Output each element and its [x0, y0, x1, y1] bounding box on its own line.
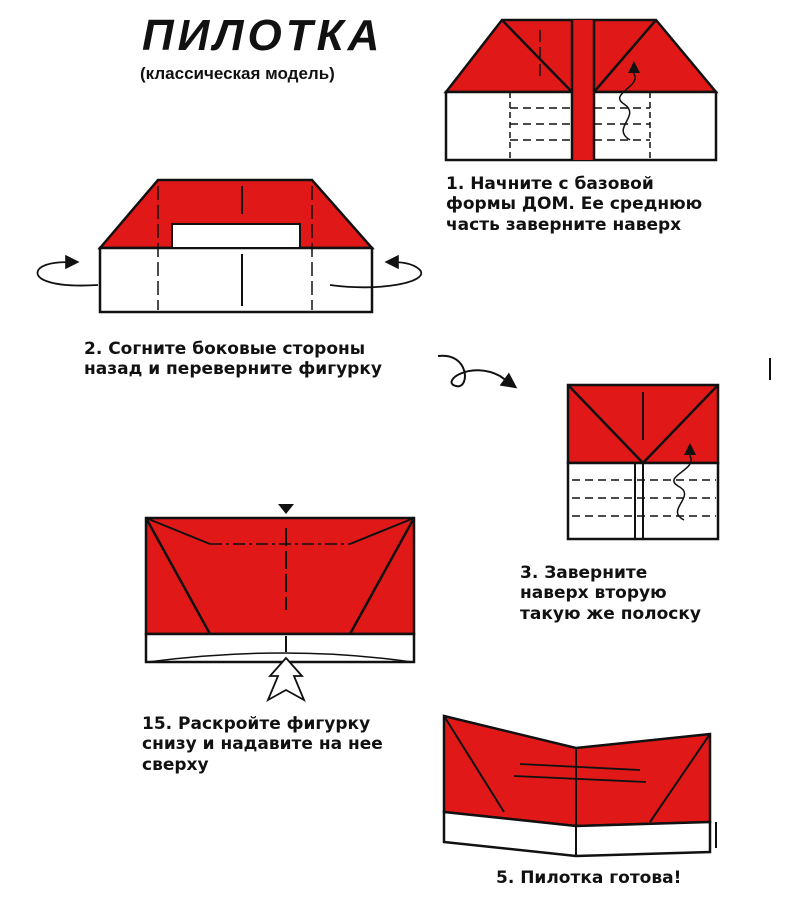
step-15-figure — [144, 504, 416, 703]
step-2-caption: 2. Согните боковые стороны назад и перев… — [84, 339, 382, 380]
step-5-caption: 5. Пилотка готова! — [496, 868, 682, 888]
diagram-title: ПИЛОТКА — [142, 11, 384, 60]
step-15-caption: 15. Раскройте фигурку снизу и надавите н… — [142, 714, 383, 775]
step-3-figure — [566, 383, 720, 541]
turn-over-arrow-icon — [437, 354, 518, 389]
step-3-caption: 3. Заверните наверх вторую такую же поло… — [520, 563, 702, 624]
step-1-caption: 1. Начните с базовой формы ДОМ. Ее средн… — [446, 174, 703, 235]
diagram-subtitle: (классическая модель) — [140, 64, 335, 83]
step-1-figure — [443, 18, 719, 162]
step-2-figure — [36, 178, 423, 314]
step-5-figure — [442, 714, 717, 858]
